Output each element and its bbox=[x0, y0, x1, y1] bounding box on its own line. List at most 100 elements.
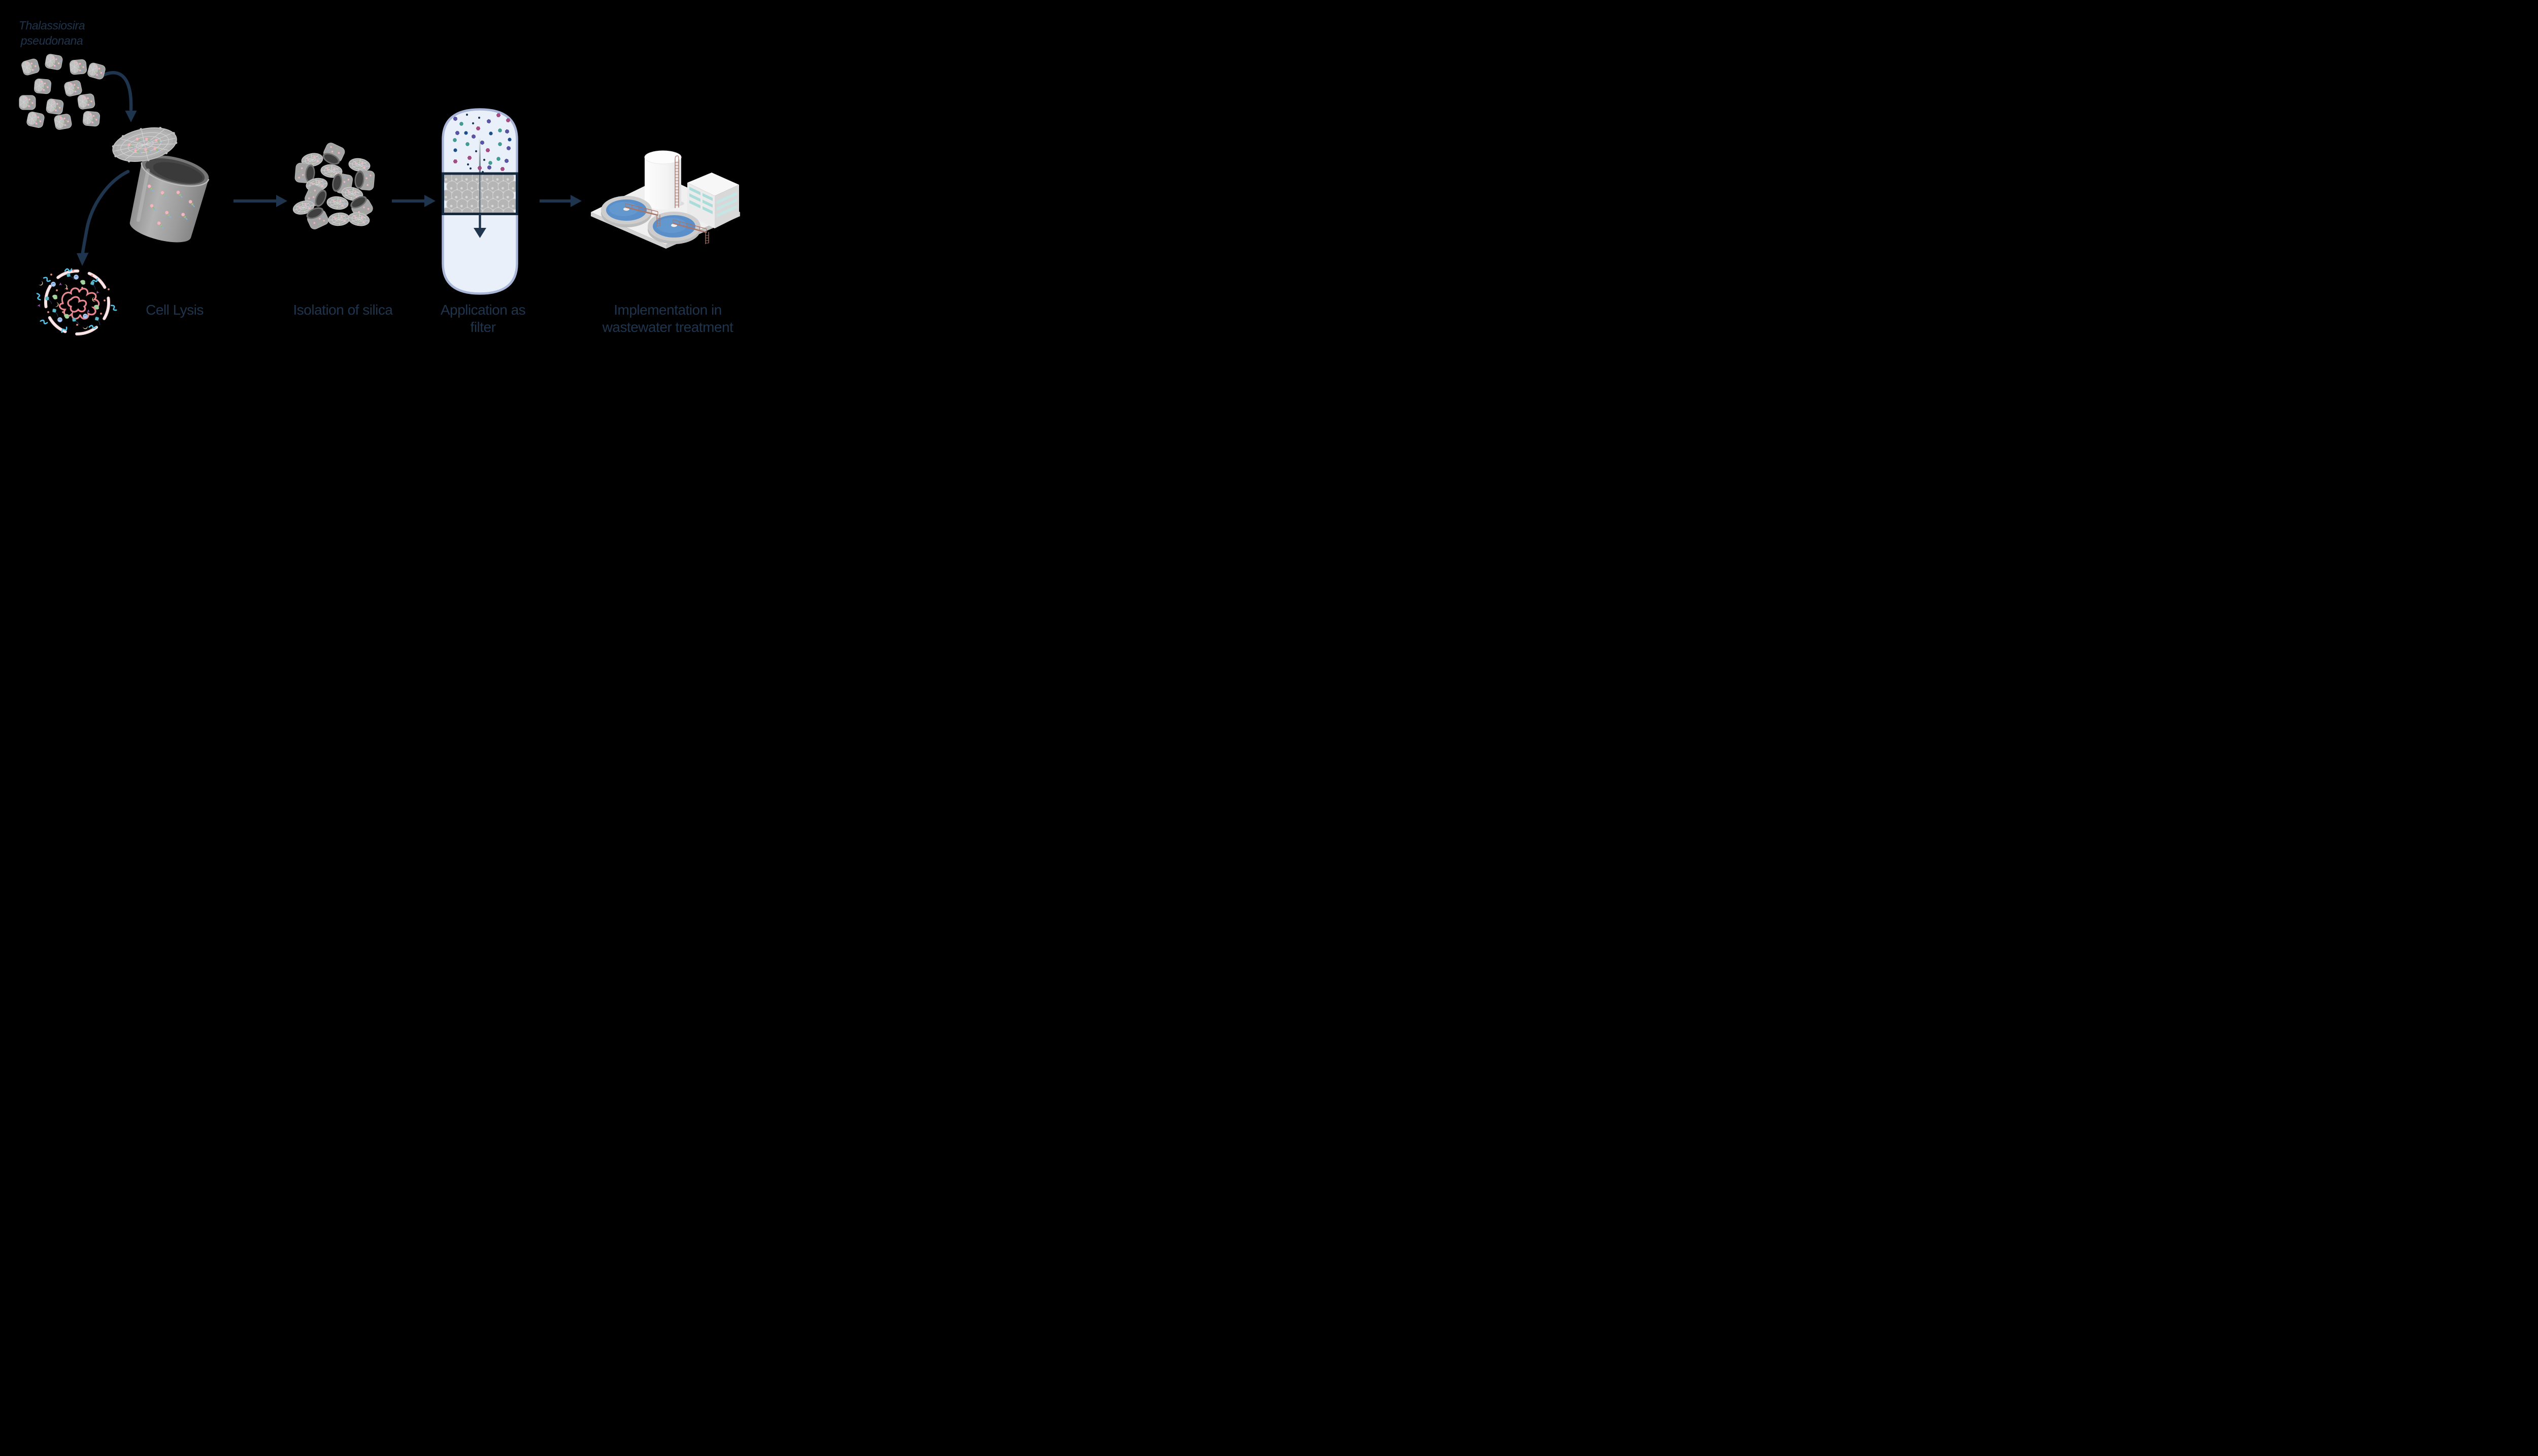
silica-cluster bbox=[292, 143, 375, 229]
silica-valve-disc-icon bbox=[292, 200, 315, 215]
curved-arrow-diatoms-to-jar-icon bbox=[96, 71, 133, 112]
lysate-lipid-icon bbox=[64, 284, 68, 289]
lysate-salmon-dot-icon bbox=[104, 299, 106, 301]
curved-arrow-jar-to-lysate-icon bbox=[81, 170, 130, 255]
diatom-cell-icon bbox=[64, 80, 82, 97]
lysate-histone-icon bbox=[52, 309, 58, 317]
curved-arrow-diatoms-to-jar-head-icon bbox=[125, 111, 137, 122]
lysate-salmon-dot-icon bbox=[47, 311, 49, 313]
lysate-histone-icon bbox=[66, 273, 75, 280]
lysate-protein-blue-icon bbox=[74, 275, 79, 280]
silica-valve-disc-icon bbox=[328, 212, 350, 226]
lysate-lipid-icon bbox=[83, 325, 88, 329]
label-cell-lysis-text: Cell Lysis bbox=[146, 302, 204, 318]
lysate-rna-icon bbox=[61, 326, 68, 333]
species-title-line1: Thalassiosira bbox=[18, 19, 85, 32]
stream-through-bed-icon bbox=[479, 174, 481, 214]
lysate-histone-icon bbox=[95, 317, 101, 325]
species-title: Thalassiosira pseudonana bbox=[6, 18, 97, 49]
diatom-cell-icon bbox=[83, 111, 100, 127]
lysate-histone-icon bbox=[45, 296, 52, 304]
lysate-salmon-dot-icon bbox=[76, 324, 78, 326]
lysate-protein-green-icon bbox=[64, 314, 70, 319]
silica-frustule-cup-icon bbox=[322, 143, 345, 165]
lysate-protein-blue-icon bbox=[83, 314, 88, 319]
filter-column bbox=[442, 108, 518, 295]
label-application-line2: filter bbox=[470, 319, 496, 335]
lysate-salmon-dot-icon bbox=[81, 287, 83, 289]
diatom-cell-icon bbox=[87, 62, 106, 80]
diatom-cell-icon bbox=[77, 93, 95, 110]
silica-valve-disc-icon bbox=[348, 158, 371, 172]
flow-down-arrow-icon bbox=[474, 214, 486, 238]
curved-arrow-jar-to-lysate-head-icon bbox=[77, 253, 89, 266]
diatom-cell-icon bbox=[19, 95, 36, 110]
label-implementation-line2: wastewater treatment bbox=[602, 319, 733, 335]
lysate-protein-green-icon bbox=[52, 294, 58, 300]
diatom-cell-icon bbox=[26, 111, 45, 128]
lysate-rna-icon bbox=[43, 277, 51, 282]
diatom-cell-icon bbox=[46, 98, 64, 115]
lysate-rna-icon bbox=[110, 304, 117, 311]
lysate-rna-icon bbox=[36, 293, 41, 300]
lysate-salmon-dot-icon bbox=[62, 311, 64, 313]
label-isolation: Isolation of silica bbox=[281, 301, 405, 319]
lysate-salmon-dot-icon bbox=[50, 274, 52, 276]
lysate-lipid-icon bbox=[55, 302, 59, 307]
building-windows bbox=[689, 187, 713, 214]
silica-valve-disc-icon bbox=[301, 153, 323, 167]
diatom-cell-icon bbox=[21, 58, 40, 76]
lysate-salmon-dot-icon bbox=[91, 275, 93, 277]
silica-frustule-cup-icon bbox=[306, 207, 329, 229]
jar-body bbox=[129, 155, 210, 243]
label-application: Application as filter bbox=[431, 301, 535, 335]
label-isolation-text: Isolation of silica bbox=[293, 302, 393, 318]
diatom-cell-icon bbox=[54, 114, 72, 130]
jar-lid bbox=[112, 126, 178, 163]
diatom-cluster bbox=[19, 54, 106, 130]
lysate-rna-icon bbox=[40, 319, 48, 325]
storage-silo bbox=[644, 150, 682, 210]
lysis-jar bbox=[112, 126, 210, 243]
contaminant-particles bbox=[453, 113, 512, 174]
flow-arrows bbox=[77, 71, 582, 266]
label-application-line1: Application as bbox=[440, 302, 526, 318]
lysate-salmon-dot-icon bbox=[72, 269, 74, 272]
cell-lysate bbox=[36, 268, 117, 335]
lysate-lipid-icon bbox=[92, 297, 96, 302]
label-cell-lysis: Cell Lysis bbox=[124, 301, 225, 319]
lysate-histone-icon bbox=[72, 318, 80, 325]
lysate-salmon-dot-icon bbox=[108, 288, 110, 290]
arrow-right-3-head-icon bbox=[571, 195, 582, 207]
lysate-lipid-icon bbox=[39, 281, 43, 286]
lysate-salmon-dot-icon bbox=[56, 289, 58, 291]
lysate-protein-blue-icon bbox=[51, 282, 56, 287]
arrow-right-1-head-icon bbox=[276, 195, 287, 207]
arrow-right-2-head-icon bbox=[424, 195, 436, 207]
lysate-protein-blue-icon bbox=[57, 317, 62, 322]
silo-ladder-icon bbox=[675, 155, 679, 208]
diatom-cell-icon bbox=[34, 78, 51, 94]
tank-walkway-right-icon bbox=[673, 219, 709, 244]
lysate-purple-bit-icon bbox=[96, 290, 99, 294]
silica-valve-disc-icon bbox=[348, 212, 370, 226]
silica-frustule-cup-icon bbox=[354, 170, 375, 191]
diagram-canvas: Thalassiosira pseudonana bbox=[0, 0, 756, 364]
lysate-rna-icon bbox=[88, 325, 97, 329]
pour-stream-icon bbox=[479, 138, 481, 174]
label-implementation-line1: Implementation in bbox=[614, 302, 722, 318]
lysate-histone-icon bbox=[90, 281, 96, 290]
treatment-plant bbox=[591, 150, 740, 249]
lysate-rna-icon bbox=[64, 268, 73, 272]
clarifier-tank-right bbox=[648, 212, 700, 244]
lysate-protein-green-icon bbox=[94, 304, 99, 310]
silica-valve-disc-icon bbox=[326, 196, 349, 210]
tank-walkway-left-icon bbox=[625, 203, 660, 227]
silica-valve-disc-icon bbox=[341, 187, 363, 201]
clarifier-tank-left bbox=[601, 196, 652, 227]
lysate-salmon-dot-icon bbox=[66, 288, 68, 290]
lysate-purple-bit-icon bbox=[87, 309, 90, 313]
label-implementation: Implementation in wastewater treatment bbox=[588, 301, 748, 335]
silica-frustule-cup-icon bbox=[294, 162, 315, 183]
lysate-purple-bit-icon bbox=[37, 304, 40, 308]
